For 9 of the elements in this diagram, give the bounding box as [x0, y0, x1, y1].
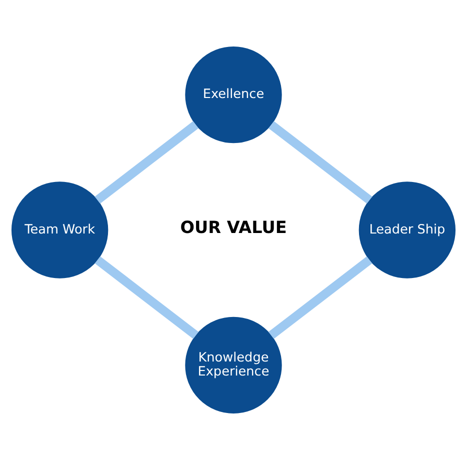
node-circle: Leader Ship	[358, 182, 456, 278]
connector	[94, 121, 198, 204]
label: OUR VALUE	[180, 217, 287, 238]
connector	[268, 256, 372, 339]
node-circle: Exellence	[185, 46, 282, 144]
node-circle: Team Work	[11, 182, 108, 278]
connector	[94, 256, 199, 339]
connector	[268, 121, 372, 204]
node-circle: Knowledge Experience	[185, 316, 282, 414]
